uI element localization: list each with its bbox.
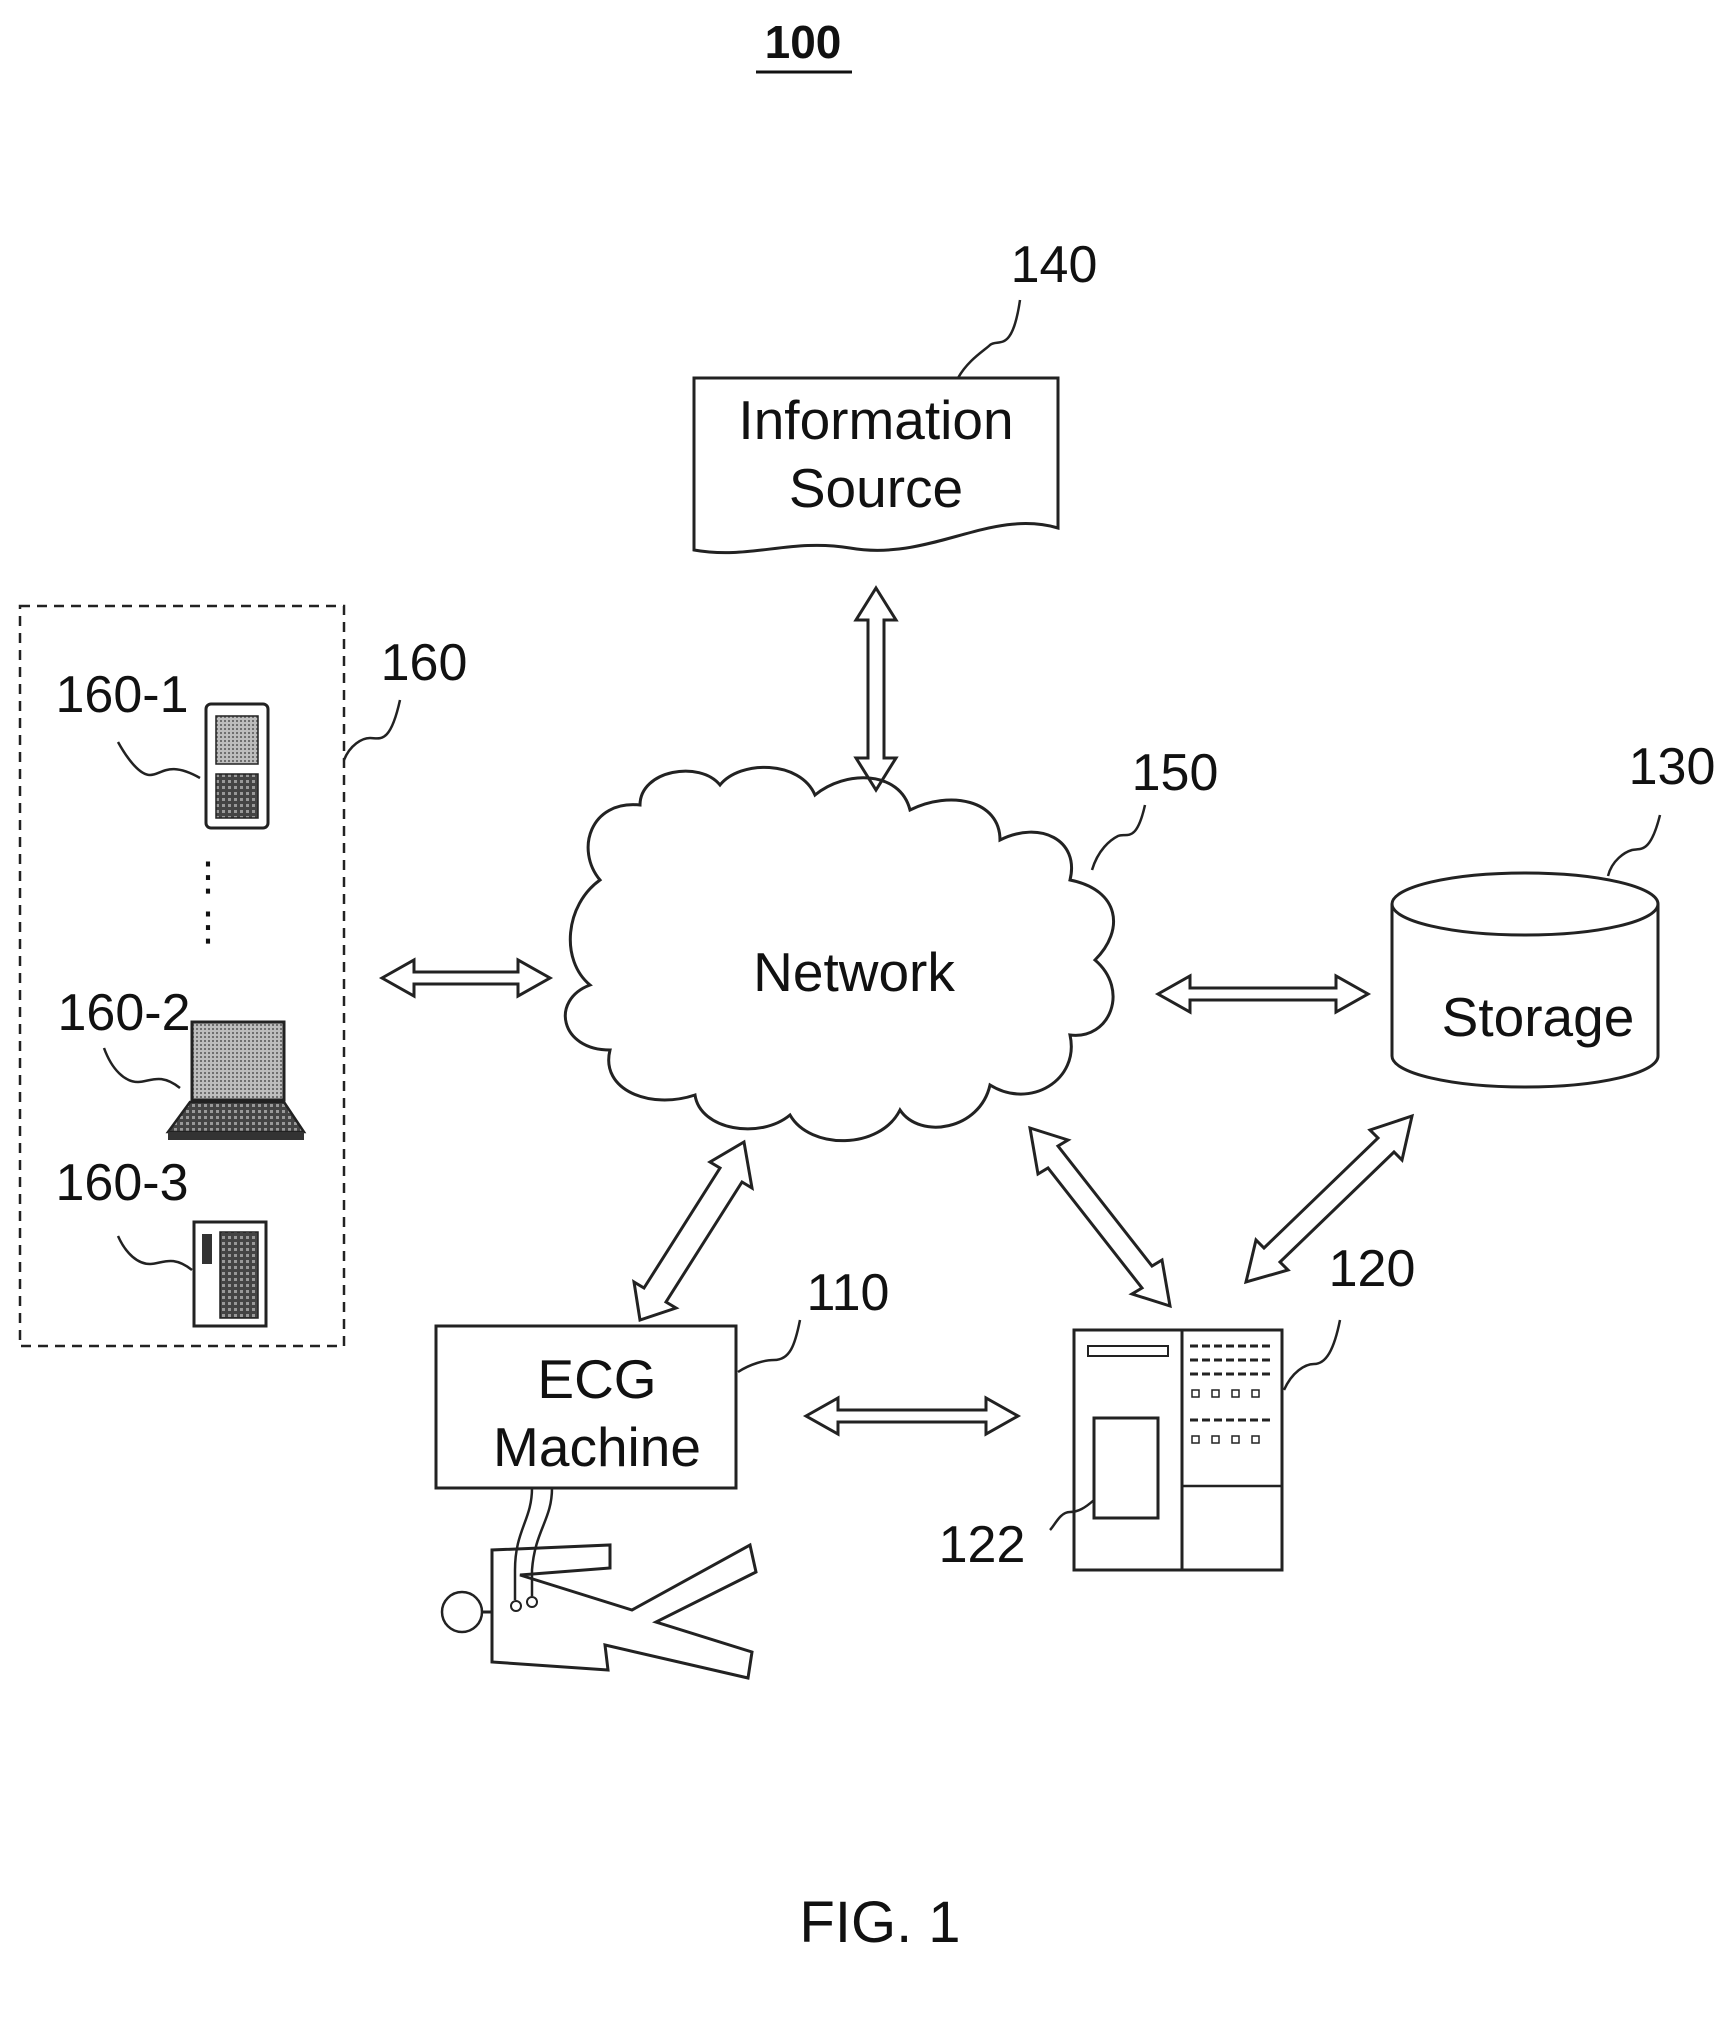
patient-figure-icon [442,1488,756,1678]
ref-150: 150 [1132,744,1219,802]
arrow-ecg-network [634,1142,752,1320]
information-source-node: Information Source [694,378,1058,553]
leader-122 [1050,1500,1094,1530]
ref-140: 140 [1011,236,1098,294]
leader-110 [738,1320,800,1372]
ref-130: 130 [1629,738,1716,796]
network-cloud: Network [565,767,1113,1140]
ecg-machine-node: ECG Machine [436,1326,736,1488]
leader-160 [344,700,400,760]
ref-110: 110 [807,1264,890,1322]
svg-text:100: 100 [765,16,842,68]
arrow-network-server [1030,1128,1170,1306]
ecg-machine-label-line1: ECG [537,1348,656,1410]
ecg-machine-label-line2: Machine [493,1416,701,1478]
server-component-122 [1094,1418,1158,1518]
ref-160-2: 160-2 [58,984,191,1042]
ref-160: 160 [381,634,468,692]
mobile-phone-icon [206,704,268,828]
information-source-label-line1: Information [738,389,1013,451]
network-label: Network [753,941,955,1003]
leader-120 [1284,1320,1340,1390]
desktop-computer-icon [194,1222,266,1326]
information-source-label-line2: Source [789,457,963,519]
svg-text:⋮: ⋮ [188,905,228,949]
server-icon [1074,1330,1282,1570]
arrow-ecg-server [806,1398,1018,1434]
ref-160-3: 160-3 [56,1154,189,1212]
svg-text:⋮: ⋮ [188,855,228,899]
ref-160-1: 160-1 [56,666,189,724]
ref-122: 122 [939,1516,1026,1574]
ellipsis-vertical-icon: ⋮ ⋮ [188,855,228,949]
leader-130 [1608,815,1660,876]
figure-number: 100 [756,16,852,72]
ref-120: 120 [1329,1240,1416,1298]
storage-label: Storage [1442,986,1635,1048]
arrow-info-network [856,588,896,790]
arrow-network-storage [1158,976,1368,1012]
storage-node: Storage [1392,873,1658,1087]
arrow-terminals-network [382,960,550,996]
leader-150 [1092,805,1145,870]
figure-caption: FIG. 1 [799,1890,960,1955]
leader-140 [958,300,1020,378]
